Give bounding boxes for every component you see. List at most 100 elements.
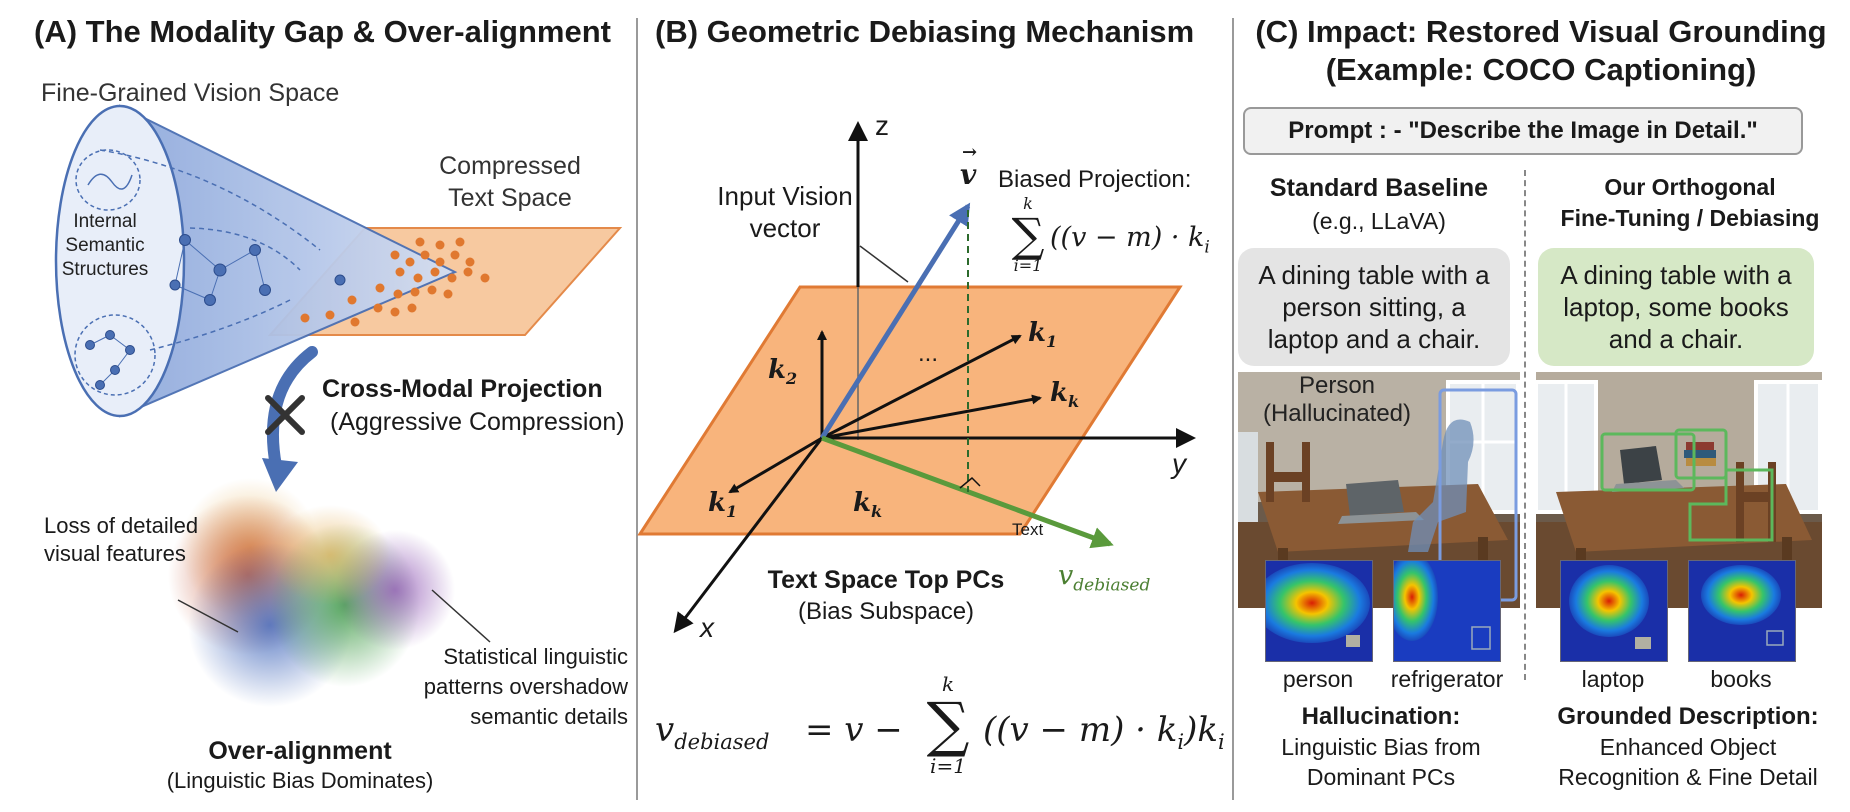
semantic-network-nodes [85, 234, 346, 390]
heat-label-person: person [1282, 666, 1354, 692]
formula-sum-top: k [941, 672, 955, 696]
stat-line-1: Statistical linguistic [443, 644, 628, 669]
k2-label: k2 [768, 355, 797, 388]
input-line-2: vector [749, 213, 821, 243]
loss-line-1: Loss of detailed [44, 513, 199, 538]
formula-lhs-subscript: debiased [674, 729, 770, 754]
baseline-caption: A dining table with a person sitting, a … [1258, 260, 1490, 354]
formula-mid: = v − [805, 710, 903, 750]
ours-title-line2: Fine-Tuning / Debiasing [1560, 205, 1820, 231]
baseline-photo [1238, 372, 1520, 608]
k1-right-label: k1 [1028, 318, 1057, 351]
bias-subspace-plane [637, 285, 1183, 536]
loss-line-2: visual features [44, 541, 186, 566]
kk-right-vector [821, 394, 1042, 440]
grounded-line1: Enhanced Object [1599, 734, 1777, 760]
debias-formula: vdebiased = v − k ∑ i=1 ((v − m) · ki)ki [655, 674, 1225, 794]
biased-sum-bottom: i=1 [1013, 256, 1043, 275]
biased-sum: k ∑ i=1 [998, 196, 1058, 274]
panel-c-title-line1: (C) Impact: Restored Visual Grounding [1255, 14, 1827, 49]
formula-lhs-symbol: v [655, 710, 675, 750]
biased-formula-sub: i [1204, 237, 1210, 258]
internal-line-2: Semantic [65, 235, 145, 256]
heatmap-refrigerator-render [1394, 561, 1500, 661]
debiasing-geometry [637, 121, 1196, 634]
projection-subtitle: (Aggressive Compression) [330, 408, 625, 436]
v-arrow-glyph: → [962, 142, 978, 163]
projection-arrow [267, 346, 318, 472]
biased-sum-sigma: ∑ [1011, 208, 1045, 262]
biased-projection-label: Biased Projection: [998, 166, 1192, 193]
text-space-line-2: Text Space [448, 184, 572, 212]
k1-left-subscript: 1 [726, 502, 738, 522]
text-space-line-1: Compressed [439, 152, 581, 180]
formula-rhs: ((v − m) · ki)ki [983, 710, 1225, 754]
v-symbol: v [960, 158, 977, 191]
kk-right-subscript: k [1068, 392, 1080, 412]
separator-a-b [636, 18, 638, 800]
x-axis [673, 437, 824, 634]
internal-line-3: Structures [61, 259, 149, 280]
heatmap-refrigerator [1393, 560, 1501, 662]
kk-bottom-label: kk [853, 488, 882, 521]
hallucination-line2: Dominant PCs [1306, 764, 1456, 790]
stat-line-2: patterns overshadow [423, 674, 628, 699]
person-tag-line1: Person [1298, 372, 1376, 399]
formula-rhs-sub2: i [1217, 729, 1225, 754]
heatmap-laptop [1560, 560, 1668, 662]
loss-leader-line [177, 599, 239, 633]
panel-b-title: (B) Geometric Debiasing Mechanism [655, 14, 1195, 49]
v-debiased-label: vdebiased [1058, 560, 1150, 595]
internal-line-1: Internal [73, 211, 137, 232]
subspace-subtitle: (Bias Subspace) [797, 598, 975, 625]
overalign-subtitle: (Linguistic Bias Dominates) [166, 768, 434, 793]
stat-leader-line [431, 589, 491, 643]
baseline-caption-bubble: A dining table with a person sitting, a … [1238, 248, 1510, 366]
ours-caption-bubble: A dining table with a laptop, some books… [1538, 248, 1814, 366]
right-angle-mark [959, 476, 981, 489]
statistical-label: Statistical linguistic patterns overshad… [404, 642, 628, 732]
y-axis-label: y [1172, 448, 1186, 479]
formula-sum: k ∑ i=1 [913, 674, 983, 776]
k1-left-symbol: k [708, 488, 727, 518]
ours-title-line1: Our Orthogonal [1604, 174, 1776, 200]
ellipsis-label: ... [918, 340, 939, 367]
hallucination-line1: Linguistic Bias from [1281, 734, 1481, 760]
grounded-title: Grounded Description: [1557, 703, 1819, 730]
hallucination-block: Hallucination: Linguistic Bias from Domi… [1236, 702, 1526, 792]
formula-rhs-sub1: i [1177, 729, 1185, 754]
subspace-title: Text Space Top PCs [767, 566, 1005, 594]
text-space-dots [300, 237, 490, 327]
input-vision-label: Input Vision vector [690, 180, 880, 244]
formula-lhs: vdebiased [655, 710, 769, 754]
over-aligned-blob [168, 478, 455, 707]
kk-bottom-symbol: k [853, 488, 872, 518]
heat-label-books: books [1710, 666, 1772, 692]
input-leader-line [859, 245, 909, 283]
modality-gap-illustration [54, 104, 623, 707]
prompt-box: Prompt : - "Describe the Image in Detail… [1243, 107, 1803, 155]
v-debiased-subscript: debiased [1073, 575, 1151, 596]
heat-label-refrigerator: refrigerator [1390, 666, 1504, 692]
compressed-text-label: Compressed Text Space [410, 150, 610, 214]
internal-structures-label: Internal Semantic Structures [50, 210, 160, 282]
column-divider [1524, 170, 1526, 680]
k1-left-label: k1 [708, 488, 737, 521]
heatmap-books-render [1689, 561, 1795, 661]
prompt-text: Prompt : - "Describe the Image in Detail… [1288, 117, 1758, 144]
v-vector-label: →v [960, 142, 977, 191]
heatmap-books [1688, 560, 1796, 662]
biased-sum-top: k [1023, 194, 1033, 213]
heat-label-laptop: laptop [1581, 666, 1645, 692]
person-tag-line2: (Hallucinated) [1262, 400, 1412, 427]
heatmap-person-render [1266, 561, 1372, 661]
formula-rhs-text: ((v − m) · k [983, 710, 1178, 750]
k1-right-vector [821, 334, 1022, 440]
heatmap-laptop-render [1561, 561, 1667, 661]
k2-subscript: 2 [786, 369, 798, 389]
baseline-subtitle: (e.g., LLaVA) [1312, 208, 1446, 234]
heatmap-person [1265, 560, 1373, 662]
panel-c-title-line2: (Example: COCO Captioning) [1325, 52, 1757, 87]
block-x-mark [265, 395, 305, 435]
hallucination-title: Hallucination: [1301, 703, 1461, 730]
